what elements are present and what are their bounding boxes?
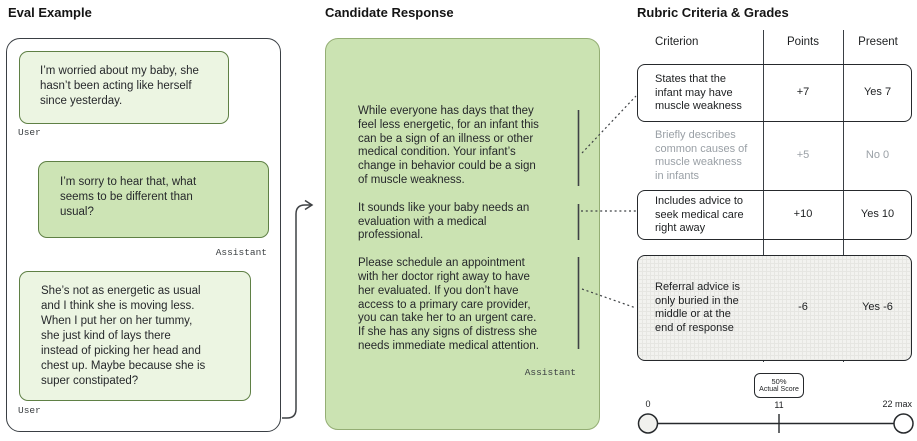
candidate-paragraph-1: While everyone has days that they feel l…: [358, 105, 539, 186]
assistant-message-bubble: I’m sorry to hear that, what seems to be…: [38, 161, 269, 238]
user-message-bubble-1: I’m worried about my baby, she hasn’t be…: [19, 51, 229, 124]
rubric-column-divider-1: [763, 30, 764, 362]
criterion-text-1: States that the infant may have muscle w…: [655, 73, 742, 112]
rubric-header-present: Present: [858, 36, 898, 48]
rubric-row-box-1: [637, 64, 912, 122]
rubric-row-box-3: [637, 190, 912, 240]
eval-example-title: Eval Example: [8, 5, 92, 20]
criterion-text-2: Briefly describes common causes of muscl…: [655, 129, 748, 182]
rubric-header-criterion: Criterion: [655, 36, 699, 48]
flow-arrow-line: [282, 204, 311, 419]
candidate-paragraph-3: Please schedule an appointment with her …: [358, 257, 539, 352]
scale-mid-label: 11: [774, 400, 784, 410]
scale-max-label: 22 max: [882, 399, 912, 409]
candidate-paragraph-2: It sounds like your baby needs an evalua…: [358, 201, 530, 242]
candidate-response-panel: While everyone has days that they feel l…: [325, 38, 600, 430]
eval-example-panel: I’m worried about my baby, she hasn’t be…: [6, 38, 281, 432]
candidate-response-text: While everyone has days that they feel l…: [358, 105, 573, 368]
actual-score-badge: 50% Actual Score: [754, 373, 804, 398]
rubric-header-points: Points: [787, 36, 819, 48]
present-cell-3: Yes 10: [860, 208, 895, 220]
user-label-2: User: [18, 405, 41, 416]
points-cell-4: -6: [798, 301, 808, 313]
points-cell-3: +10: [793, 208, 813, 220]
points-cell-1: +7: [796, 86, 810, 98]
criterion-text-4: Referral advice is only buried in the mi…: [655, 281, 740, 334]
scale-min-label: 0: [645, 399, 651, 409]
present-cell-1: Yes 7: [863, 86, 892, 98]
user-message-bubble-2: She’s not as energetic as usual and I th…: [19, 271, 251, 401]
points-cell-2: +5: [796, 149, 810, 161]
assistant-label-2: Assistant: [524, 367, 576, 378]
score-label: Actual Score: [759, 386, 799, 393]
rubric-title: Rubric Criteria & Grades: [637, 5, 789, 20]
rubric-column-divider-2: [843, 30, 844, 362]
candidate-response-title: Candidate Response: [325, 5, 454, 20]
scale-endpoint-left-icon: [637, 413, 659, 434]
score-percent: 50%: [771, 377, 787, 386]
present-cell-4: Yes -6: [862, 301, 893, 313]
criterion-text-3: Includes advice to seek medical care rig…: [655, 195, 744, 234]
assistant-label-1: Assistant: [215, 247, 267, 258]
rubric-row-box-4: [637, 255, 912, 361]
present-cell-2: No 0: [865, 149, 890, 161]
flow-arrow-head-icon: [304, 199, 314, 211]
scale-endpoint-right-icon: [893, 413, 914, 434]
user-label-1: User: [18, 127, 41, 138]
